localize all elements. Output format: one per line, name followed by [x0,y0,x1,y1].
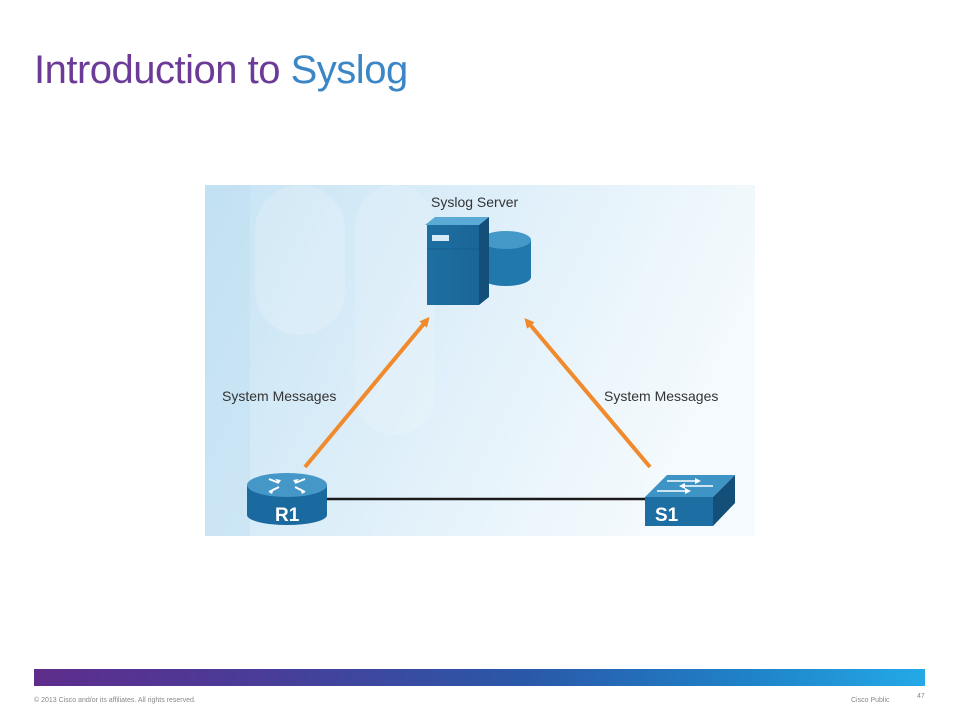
footer-gradient-bar [34,669,925,686]
router-icon [247,473,327,525]
switch-label: S1 [655,505,679,526]
decorative-stripe [255,185,345,335]
page-number: 47 [917,693,925,700]
title-part-intro: Introduction to [34,48,281,92]
syslog-diagram: Syslog Server System Messages System Mes… [205,185,755,536]
slide-title: Introduction to Syslog [34,42,408,98]
arrow-s1-to-server [524,317,652,469]
server-icon [425,217,489,305]
decorative-stripe [205,185,250,536]
router-label: R1 [275,505,300,526]
footer-classification: Cisco Public [851,697,890,704]
decorative-stripe [355,185,435,435]
database-icon [481,231,531,286]
system-messages-label-left: System Messages [222,388,337,404]
title-part-syslog: Syslog [290,48,409,92]
system-messages-label-right: System Messages [604,388,719,404]
footer-copyright: © 2013 Cisco and/or its affiliates. All … [34,697,196,704]
switch-icon [645,475,735,526]
arrow-r1-to-server [303,316,430,469]
syslog-server-label: Syslog Server [431,194,519,210]
